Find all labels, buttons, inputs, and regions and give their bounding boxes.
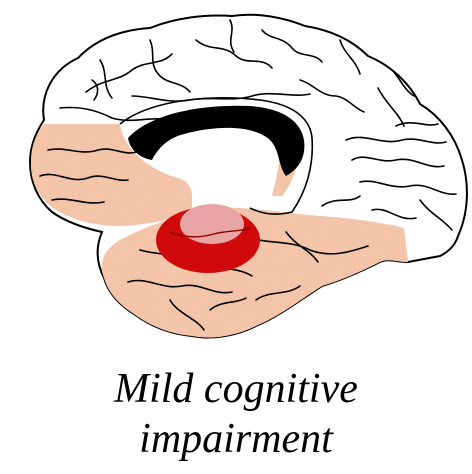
- caption-line-2: impairment: [0, 418, 472, 460]
- brain-illustration: [0, 0, 472, 360]
- hippocampus-highlight: [180, 204, 244, 244]
- caption-line-1: Mild cognitive: [0, 368, 472, 410]
